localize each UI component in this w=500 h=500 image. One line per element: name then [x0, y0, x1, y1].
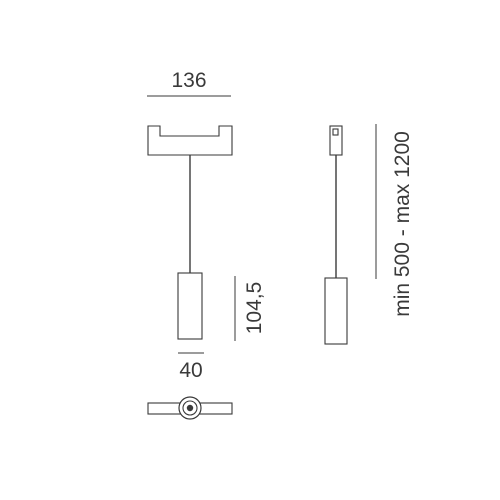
dimension-136-label: 136: [171, 69, 206, 92]
track-adapter: [147, 125, 233, 156]
plan-cylinder-inner-ring: [182, 400, 198, 416]
side-cylinder-body: [324, 277, 348, 345]
side-adapter-slot: [332, 128, 339, 136]
plan-cylinder-lens: [186, 404, 194, 412]
cylinder-body: [177, 272, 203, 340]
side-view: min 500 - max 1200: [324, 124, 414, 345]
plan-view: [147, 396, 233, 420]
dimension-104-5-label: 104,5: [243, 282, 266, 335]
front-view: 136 104,5 40: [147, 69, 266, 382]
side-track-adapter: [329, 125, 343, 156]
dimension-40-label: 40: [179, 359, 202, 382]
suspension-dimension-label: min 500 - max 1200: [391, 131, 414, 317]
